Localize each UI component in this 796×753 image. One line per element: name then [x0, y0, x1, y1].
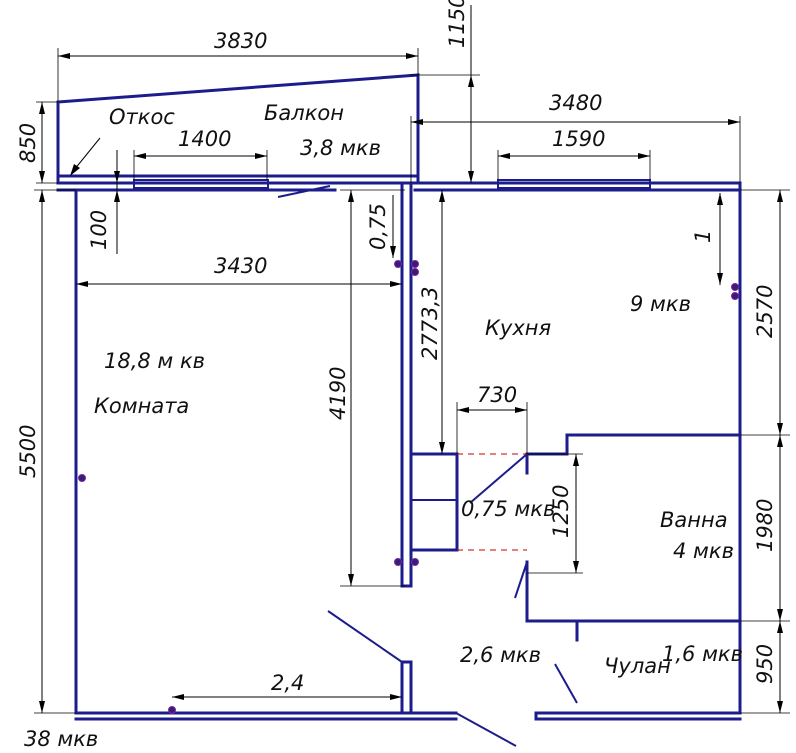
dim-4190: 4190	[326, 367, 350, 420]
socket-dot	[394, 558, 402, 566]
label-room-area: 18,8 м кв	[104, 349, 205, 373]
label-room: Комната	[94, 394, 189, 418]
dim-5500: 5500	[16, 425, 40, 478]
label-total-area: 38 мкв	[24, 727, 98, 751]
dim-1590: 1590	[552, 127, 605, 151]
dim-3480: 3480	[549, 91, 602, 115]
label-kitchen-area: 9 мкв	[630, 292, 691, 316]
dimension-lines	[34, 5, 790, 714]
socket-dot	[411, 260, 419, 268]
dim-2570: 2570	[753, 285, 777, 338]
label-toilet-area: 0,75 мкв	[461, 497, 555, 521]
walls	[56, 73, 742, 747]
dim-1980: 1980	[753, 499, 777, 552]
dim-1150: 1150	[445, 0, 469, 48]
hall-partition-stub	[400, 660, 413, 715]
bath-door-swing-1	[469, 453, 528, 504]
dim-1250: 1250	[549, 485, 573, 538]
socket-dot	[411, 268, 419, 276]
dim-0-75: 0,75	[366, 203, 390, 250]
label-hall-area: 2,6 мкв	[460, 643, 541, 667]
sockets	[78, 260, 739, 714]
socket-dot	[168, 706, 176, 714]
socket-dot	[731, 292, 739, 300]
label-closet: Чулан	[604, 654, 671, 678]
dim-3430: 3430	[214, 254, 267, 278]
dimension-labels: 3830 1150 850 1400 3480 1590 100 0,75 1 …	[16, 0, 777, 695]
bath-door-swing-2	[514, 561, 528, 599]
dim-950: 950	[753, 644, 777, 684]
label-bath-area: 4 мкв	[673, 539, 734, 563]
label-closet-area: 1,6 мкв	[662, 642, 743, 666]
dim-100: 100	[87, 210, 111, 250]
label-balkon: Балкон	[264, 101, 344, 125]
dim-2773-3: 2773,3	[418, 287, 442, 360]
dim-3830: 3830	[214, 29, 267, 53]
label-kitchen: Кухня	[485, 316, 551, 340]
label-otkos: Откос	[109, 105, 175, 129]
label-balkon-area: 3,8 мкв	[300, 136, 381, 160]
socket-dot	[731, 283, 739, 291]
dim-1: 1	[691, 230, 715, 243]
hidden-lines	[457, 453, 527, 551]
room-labels: Откос Балкон 3,8 мкв 9 мкв Кухня 18,8 м …	[24, 101, 743, 751]
socket-dot	[411, 558, 419, 566]
balcony-outline	[56, 73, 420, 185]
otkos-leader	[73, 137, 101, 171]
kitchen-window	[497, 179, 651, 189]
label-bath: Ванна	[660, 508, 728, 532]
dim-1400: 1400	[178, 127, 231, 151]
socket-dot	[78, 474, 86, 482]
entrance-door-swing	[455, 712, 517, 747]
closet-door-swing	[554, 663, 578, 704]
toilet-block	[409, 452, 459, 552]
room-door-swing	[327, 610, 403, 663]
dim-850: 850	[16, 123, 40, 163]
bath-wall-top	[525, 433, 742, 456]
dim-2-4: 2,4	[271, 671, 304, 695]
socket-dot	[394, 260, 402, 268]
dim-730: 730	[477, 383, 517, 407]
